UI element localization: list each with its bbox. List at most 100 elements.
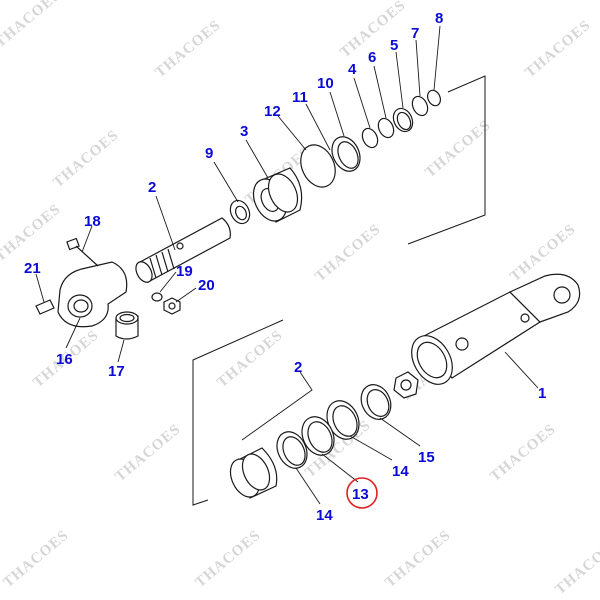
leader-19: [159, 271, 177, 293]
label-part-18: 18: [84, 213, 101, 230]
label-part-1: 1: [538, 385, 546, 402]
part-4-ring: [361, 127, 379, 149]
frame-lines: [192, 75, 486, 506]
tube-port-fitting: [455, 337, 469, 351]
leader-20: [175, 287, 197, 303]
label-part-9: 9: [205, 145, 213, 162]
leader-14-left: [295, 467, 321, 505]
label-part-6: 6: [368, 49, 376, 66]
part-number-labels: 1 2 2 3 4 5 6 7 8 9 10 11 12 13 14 14 15…: [24, 10, 546, 524]
leader-13: [321, 453, 359, 483]
part-17-bushing: [115, 311, 139, 340]
label-part-2-bottom: 2: [294, 359, 302, 376]
leader-18: [81, 225, 93, 253]
leader-9: [213, 161, 239, 203]
part-12-o-ring: [300, 144, 336, 188]
leader-15: [379, 417, 421, 447]
cylinder-tube-clevis: [508, 273, 581, 323]
part-6-ring: [377, 117, 395, 139]
label-part-20: 20: [198, 277, 215, 294]
label-part-4: 4: [348, 61, 357, 78]
clevis-pin-hole: [553, 286, 571, 304]
nut-bore: [400, 379, 412, 391]
part-21-grease-fitting: [35, 299, 55, 315]
part-7-ring: [411, 95, 429, 117]
nut-20-bore: [168, 302, 176, 310]
part-15-bushing-ring: [360, 384, 392, 420]
piston-rod-shaft: [139, 217, 231, 283]
watermark-text: THACOES: [382, 527, 454, 591]
label-part-21: 21: [24, 260, 41, 277]
leader-8: [433, 25, 441, 91]
part-10-seal-inner: [337, 141, 359, 169]
leader-7: [415, 39, 421, 97]
leader-6: [373, 65, 387, 119]
piston-rod-threads: [149, 248, 175, 279]
watermark-text: THACOES: [422, 117, 494, 181]
watermark-text: THACOES: [214, 327, 286, 391]
watermark-text: THACOES: [192, 527, 264, 591]
leader-17: [117, 339, 125, 363]
clevis-grease-nipple: [520, 313, 530, 323]
leader-lines: [35, 25, 539, 505]
part-8-snap-ring: [426, 89, 442, 107]
label-part-14-left: 14: [316, 507, 333, 524]
piston-rod-end: [135, 261, 153, 283]
label-part-19: 19: [176, 263, 193, 280]
watermark-text: THACOES: [0, 527, 72, 591]
watermark-text: THACOES: [152, 17, 224, 81]
part-14-ring-left-inner: [282, 436, 306, 466]
highlight-circle-part-13: [346, 477, 378, 509]
leader-5: [395, 51, 404, 109]
label-part-12: 12: [264, 103, 281, 120]
cylinder-tube-mouth-inner: [416, 341, 448, 379]
leader-21: [35, 273, 45, 303]
label-part-16: 16: [56, 351, 73, 368]
part-14-ring-right-inner: [332, 405, 358, 437]
watermark-text: THACOES: [0, 201, 64, 265]
part-15-nut: [393, 371, 419, 399]
part-19-washer: [151, 292, 163, 302]
washer-19: [151, 292, 163, 302]
label-part-5: 5: [390, 37, 398, 54]
leader-3: [245, 139, 269, 179]
label-part-3: 3: [240, 123, 248, 140]
cylinder-head-groove: [267, 173, 299, 213]
watermark-text: THACOES: [507, 221, 579, 285]
watermark-text: THACOES: [312, 221, 384, 285]
leader-14-right: [349, 435, 393, 461]
upper-assembly-frame: [407, 75, 486, 245]
label-part-10: 10: [317, 75, 334, 92]
label-part-7: 7: [411, 25, 419, 42]
bushing-17-bore: [119, 313, 135, 323]
watermark-text: THACOES: [112, 421, 184, 485]
label-part-17: 17: [108, 363, 125, 380]
rod-eye-bore-inner: [73, 299, 89, 313]
leader-2-bottom: [241, 371, 313, 441]
label-part-11: 11: [292, 89, 308, 106]
leader-11: [305, 103, 331, 151]
grease-fitting-body: [35, 299, 55, 315]
leader-4: [353, 77, 371, 129]
label-part-2-top: 2: [148, 179, 156, 196]
part-18-bolt: [66, 237, 99, 267]
part-5-wiper-inner: [396, 111, 412, 131]
part-13-ring-inner: [307, 421, 333, 453]
watermark-text: THACOES: [50, 127, 122, 191]
label-part-15: 15: [418, 449, 435, 466]
part-3-cylinder-head: [252, 167, 303, 223]
part-2-piston-rod: [135, 217, 231, 283]
lower-seal-set: [229, 400, 360, 499]
leader-10: [329, 91, 345, 137]
leader-2-top: [155, 195, 176, 251]
part-1-cylinder-tube: [411, 273, 581, 385]
label-part-8: 8: [435, 10, 443, 27]
leader-1: [504, 351, 539, 389]
bushing-ring-inner: [366, 389, 390, 417]
watermark-text: THACOES: [522, 17, 594, 81]
bolt-18-shank: [75, 245, 99, 267]
nut-9-inner: [234, 205, 248, 221]
leader-12: [277, 115, 307, 151]
